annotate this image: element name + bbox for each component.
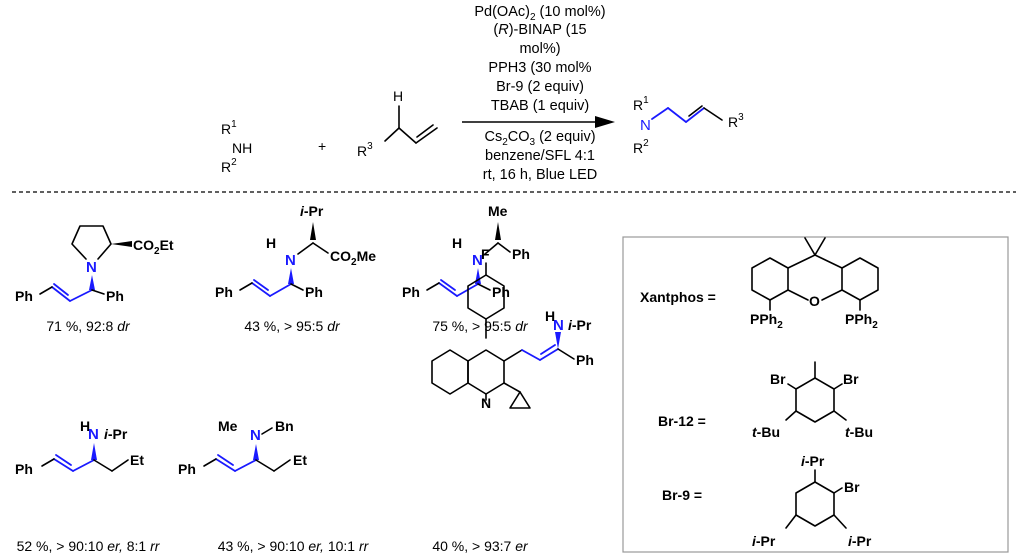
svg-text:i-Pr: i-Pr [752, 533, 776, 549]
svg-text:O: O [809, 293, 820, 309]
reagents-box [622, 236, 1009, 553]
svg-text:Br-9 (2 equiv): Br-9 (2 equiv) [496, 79, 584, 95]
svg-text:Ph: Ph [106, 288, 124, 304]
svg-text:F: F [481, 246, 490, 262]
svg-text:R1: R1 [221, 119, 237, 137]
svg-text:mol%): mol%) [519, 41, 560, 57]
svg-text:i-Pr: i-Pr [848, 533, 872, 549]
svg-text:N: N [640, 117, 651, 134]
example-4-caption: 52 %, > 90:10 er, 8:1 rr [17, 538, 161, 554]
svg-text:Et: Et [130, 452, 144, 468]
svg-text:H: H [545, 308, 555, 324]
example-1-proline-ester: CO2Et N Ph Ph 71 %, 92:8 dr [15, 225, 174, 334]
svg-text:R3: R3 [357, 141, 373, 159]
svg-text:Br: Br [844, 479, 860, 495]
svg-text:CO2Me: CO2Me [330, 248, 376, 268]
svg-text:H: H [452, 235, 462, 251]
reaction-conditions: Pd(OAc)2 (10 mol%) (R)-BINAP (15 mol%) P… [474, 4, 605, 183]
svg-text:Br-12 =: Br-12 = [658, 413, 706, 429]
svg-text:H: H [266, 235, 276, 251]
svg-text:i-Pr: i-Pr [568, 317, 592, 333]
example-4-isopropylamine: H N i-Pr Et Ph 52 %, > 90:10 er, 8:1 rr [15, 418, 161, 554]
xantphos-structure: Xantphos = O PPh2 PPh2 [640, 237, 879, 331]
br-12-structure: Br-12 = Br Br t-Bu t-Bu [658, 361, 873, 440]
svg-text:Ph: Ph [305, 284, 323, 300]
example-2-caption: 43 %, > 95:5 dr [244, 318, 341, 334]
svg-text:Ph: Ph [402, 284, 420, 300]
svg-text:N: N [481, 395, 491, 411]
svg-text:N: N [285, 252, 296, 269]
amine-reactant: R1 NH R2 [221, 119, 252, 175]
svg-text:t-Bu: t-Bu [845, 424, 873, 440]
svg-text:Ph: Ph [15, 288, 33, 304]
svg-text:Bn: Bn [275, 418, 294, 434]
svg-text:CO2Et: CO2Et [133, 237, 174, 257]
svg-text:PPh2: PPh2 [750, 311, 783, 331]
svg-text:i-Pr: i-Pr [104, 426, 128, 442]
svg-text:t-Bu: t-Bu [752, 424, 780, 440]
example-6-caption: 40 %, > 93:7 er [432, 538, 529, 554]
svg-text:benzene/SFL 4:1: benzene/SFL 4:1 [485, 148, 595, 164]
svg-text:N: N [553, 317, 564, 334]
svg-text:R2: R2 [633, 138, 649, 156]
reaction-arrow [462, 116, 615, 128]
example-2-valine-ester: i-Pr H N CO2Me Ph Ph 43 %, > 95:5 dr [215, 203, 376, 334]
svg-text:i-Pr: i-Pr [300, 203, 324, 219]
svg-text:N: N [86, 259, 97, 276]
svg-text:Cs2CO3 (2 equiv): Cs2CO3 (2 equiv) [484, 129, 595, 148]
svg-text:TBAB (1 equiv): TBAB (1 equiv) [491, 98, 589, 114]
example-3-phenethylamine: Me H N Ph Ph Ph 75 %, > 95:5 dr [402, 203, 530, 334]
svg-text:Me: Me [218, 418, 238, 434]
svg-text:Xantphos =: Xantphos = [640, 289, 716, 305]
svg-text:H: H [393, 88, 403, 104]
example-5-benzylmethylamine: Me N Bn Et Ph 43 %, > 90:10 er, 10:1 rr [178, 418, 370, 554]
br-9-structure: Br-9 = i-Pr Br i-Pr i-Pr [662, 453, 872, 549]
svg-text:Ph: Ph [215, 284, 233, 300]
svg-text:Ph: Ph [178, 461, 196, 477]
alkene-reactant: H R3 [357, 88, 438, 159]
svg-text:Ph: Ph [492, 284, 510, 300]
svg-text:Ph: Ph [576, 352, 594, 368]
product: R1 N R2 R3 [633, 95, 744, 156]
example-5-caption: 43 %, > 90:10 er, 10:1 rr [218, 538, 370, 554]
svg-text:R2: R2 [221, 157, 237, 175]
example-6-quinoline: F N H i-Pr Ph N 40 %, > 93:7 er [431, 246, 594, 554]
svg-text:N: N [472, 252, 483, 269]
svg-text:R1: R1 [633, 95, 649, 113]
svg-text:NH: NH [232, 140, 252, 156]
svg-text:Me: Me [488, 203, 508, 219]
svg-text:R3: R3 [728, 112, 744, 130]
svg-text:N: N [250, 427, 261, 444]
svg-text:Et: Et [293, 452, 307, 468]
svg-text:Ph: Ph [15, 461, 33, 477]
svg-text:i-Pr: i-Pr [801, 453, 825, 469]
example-1-caption: 71 %, 92:8 dr [46, 318, 131, 334]
example-3-caption: 75 %, > 95:5 dr [432, 318, 529, 334]
svg-text:Ph: Ph [512, 246, 530, 262]
svg-text:PPh2: PPh2 [845, 311, 878, 331]
svg-text:Br: Br [843, 371, 859, 387]
svg-text:Br-9 =: Br-9 = [662, 487, 702, 503]
svg-text:H: H [80, 418, 90, 434]
svg-text:N: N [88, 426, 99, 443]
svg-text:PPH3 (30 mol%: PPH3 (30 mol% [488, 60, 591, 76]
svg-text:(R)-BINAP (15: (R)-BINAP (15 [493, 22, 586, 38]
plus-sign: + [318, 138, 326, 154]
svg-text:Br: Br [770, 371, 786, 387]
svg-text:rt, 16 h, Blue LED: rt, 16 h, Blue LED [483, 167, 597, 183]
svg-text:Pd(OAc)2 (10 mol%): Pd(OAc)2 (10 mol%) [474, 4, 605, 23]
